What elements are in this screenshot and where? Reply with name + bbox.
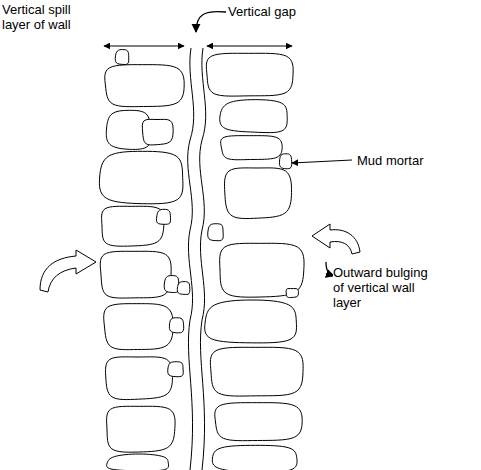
stone — [286, 289, 298, 298]
stone — [107, 406, 175, 452]
stone — [99, 151, 183, 203]
leader-line — [292, 160, 352, 163]
bulge-arrow — [40, 250, 96, 292]
label-text: Vertical gap — [228, 4, 296, 19]
stone — [215, 403, 302, 441]
stone — [225, 168, 292, 219]
stone — [221, 136, 283, 160]
label-text: Vertical spill layer of wall — [2, 2, 71, 32]
stone — [206, 53, 293, 96]
stone — [177, 282, 189, 295]
stone — [220, 243, 304, 297]
layer-label: Vertical spill layer of wall — [2, 2, 97, 32]
leader-line — [196, 12, 226, 32]
stone — [220, 100, 287, 133]
stone — [102, 206, 165, 246]
stone — [156, 209, 170, 224]
stone — [107, 454, 169, 470]
bulge-label: Outward bulging of vertical wall layer — [333, 265, 441, 310]
stone — [210, 347, 303, 396]
stone-layers — [99, 50, 304, 470]
bulge-arrow — [312, 224, 360, 254]
label-text: Mud mortar — [357, 153, 423, 168]
stone — [142, 119, 173, 145]
width-arrow — [104, 46, 184, 47]
stone — [105, 65, 184, 107]
stone — [115, 50, 129, 65]
stone — [100, 251, 171, 298]
mortar-label: Mud mortar — [357, 153, 457, 168]
stone — [205, 300, 297, 343]
label-text: Outward bulging of vertical wall layer — [333, 265, 428, 310]
stone — [168, 362, 184, 377]
gap-label: Vertical gap — [228, 4, 328, 19]
gap-edge — [200, 48, 206, 470]
width-arrow — [207, 46, 292, 47]
stone — [208, 224, 224, 241]
stone — [104, 304, 173, 350]
stone — [169, 318, 183, 333]
stone — [212, 445, 297, 470]
stone — [279, 154, 291, 169]
stone — [106, 357, 173, 400]
stone — [164, 276, 179, 293]
gap-edge — [188, 48, 194, 470]
